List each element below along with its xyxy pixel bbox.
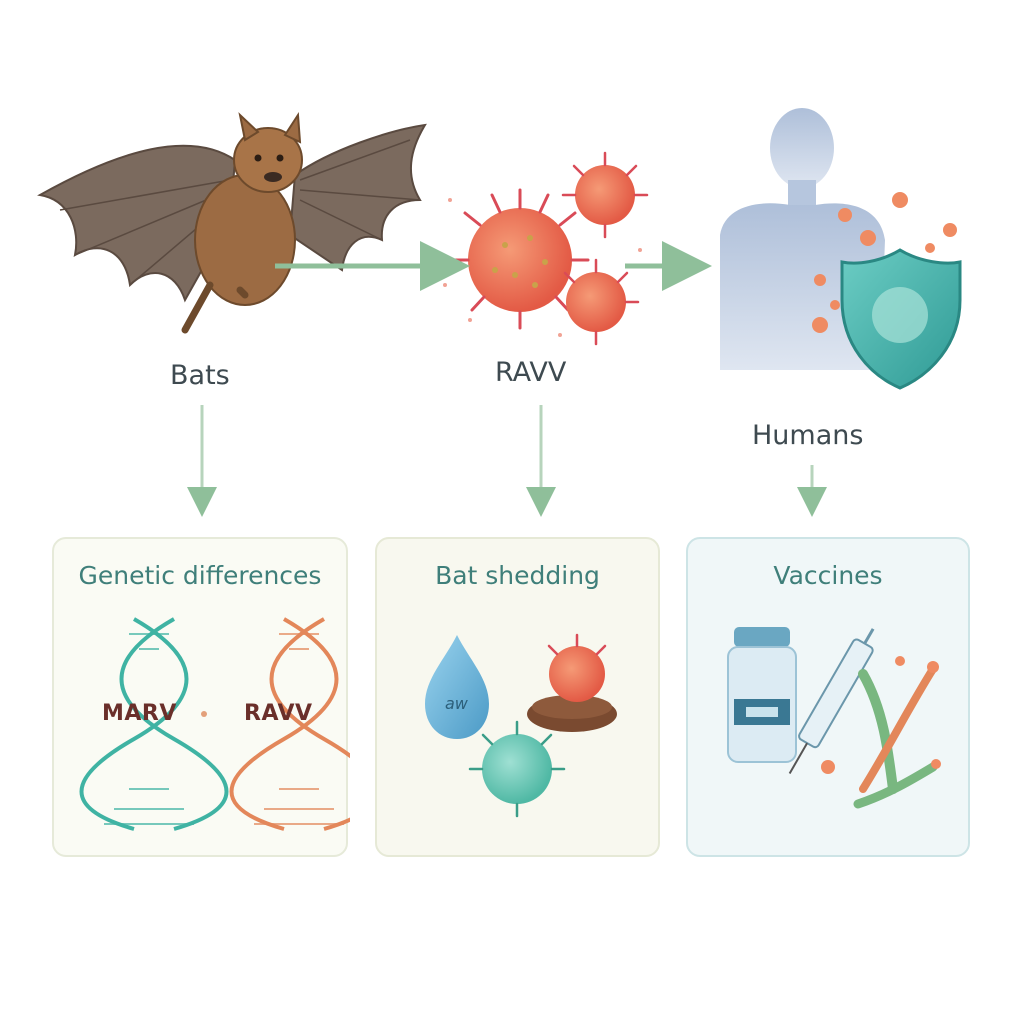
dna-label-marv: MARV: [102, 701, 177, 726]
shed-virus-teal-icon: [468, 720, 566, 818]
dna-helix-marv: [79, 617, 229, 831]
syringe-icon: [788, 628, 875, 774]
node-label-humans: Humans: [752, 420, 864, 451]
vaccine-illustration: [727, 627, 941, 809]
vaccine-virus-particles: [821, 656, 941, 774]
shed-virus-orange-icon: [547, 633, 607, 702]
shield-illustration: [840, 248, 962, 390]
panel-genetic-differences: Genetic differences: [52, 537, 350, 857]
water-drop-icon: [425, 635, 489, 739]
node-label-bats: Bats: [170, 360, 230, 391]
dna-label-ravv: RAVV: [244, 701, 313, 726]
human-virus-particles: [812, 192, 957, 333]
drop-text: aw: [445, 694, 468, 713]
node-label-virus: RAVV: [495, 357, 567, 388]
antibody-icon: [853, 665, 938, 809]
virus-cluster-illustration: [443, 151, 649, 346]
human-illustration: [720, 108, 885, 370]
panel-vaccines: Vaccines: [686, 537, 970, 857]
panel-title-vaccines: Vaccines: [773, 561, 883, 590]
vaccine-vial-icon: [727, 627, 797, 763]
dna-helix-ravv: [229, 617, 350, 831]
panel-title-genetic: Genetic differences: [78, 561, 322, 590]
panel-bat-shedding: Bat shedding aw: [375, 537, 660, 857]
panel-title-shedding: Bat shedding: [435, 561, 600, 590]
dna-illustration: [79, 617, 350, 831]
bat-illustration: [37, 111, 427, 334]
shedding-illustration: [425, 633, 617, 818]
